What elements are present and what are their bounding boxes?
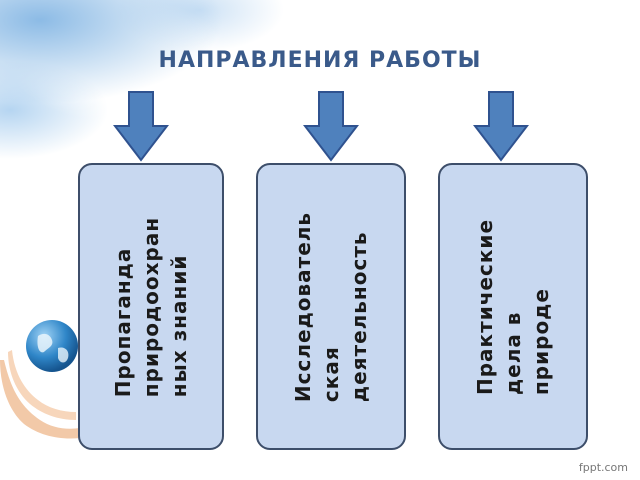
direction-label: Пропаганда природоохран ных знаний: [111, 216, 191, 397]
direction-box-research: Исследователь ская деятельность: [256, 163, 406, 450]
direction-label: Исследователь ская деятельность: [291, 211, 371, 402]
page-title: НАПРАВЛЕНИЯ РАБОТЫ: [158, 48, 482, 73]
globe-icon: [26, 320, 78, 372]
direction-box-propaganda: Пропаганда природоохран ных знаний: [78, 163, 224, 450]
arrow-down-icon: [113, 91, 169, 162]
direction-label: Практические дела в природе: [473, 218, 553, 395]
direction-box-practice: Практические дела в природе: [438, 163, 588, 450]
watermark: fppt.com: [578, 461, 628, 474]
arrow-down-icon: [303, 91, 359, 162]
arrow-down-icon: [473, 91, 529, 162]
hands-icon: [0, 350, 80, 439]
